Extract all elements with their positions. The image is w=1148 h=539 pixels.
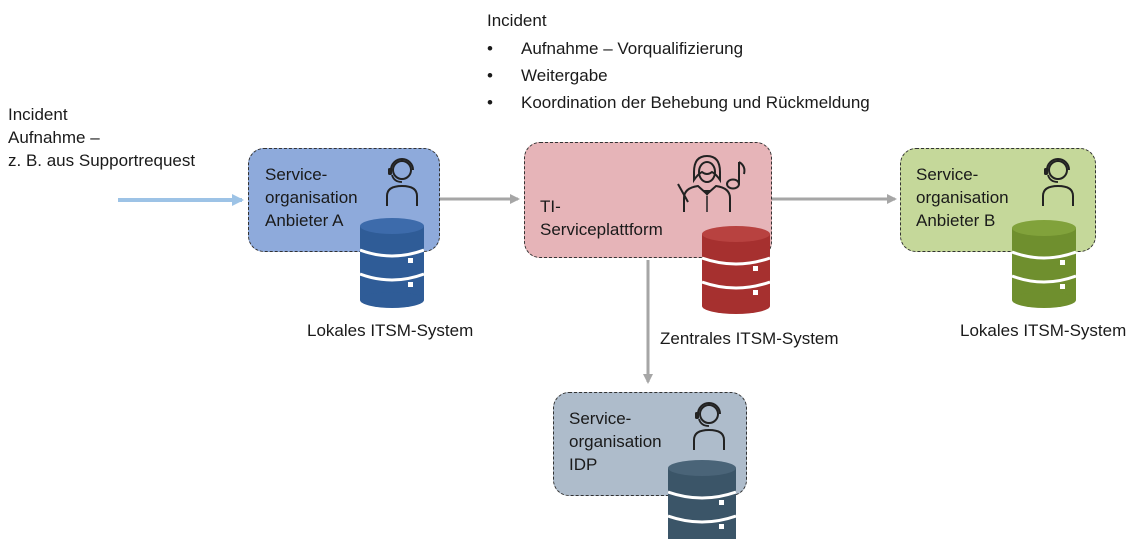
db-label-anbieter-a: Lokales ITSM-System [307,321,474,340]
top-note-bullet-3: Koordination der Behebung und Rückmeldun… [521,93,870,112]
db-label-anbieter-b: Lokales ITSM-System [960,321,1127,340]
headset-agent-icon [1042,158,1074,206]
headset-agent-icon [693,402,725,450]
box-anbieter-b-line2: organisation [916,188,1009,207]
bullet-marker: • [487,39,493,58]
bullet-marker: • [487,93,493,112]
headset-agent-icon [386,158,418,206]
top-note-bullet-2: Weitergabe [521,66,608,85]
database-icon [668,460,736,539]
box-idp-line3: IDP [569,455,598,474]
box-idp-line2: organisation [569,432,662,451]
box-idp-line1: Service- [569,409,632,428]
box-anbieter-a-line3: Anbieter A [265,211,344,230]
conductor-icon [677,154,731,212]
database-icon [360,218,424,308]
box-anbieter-a-line2: organisation [265,188,358,207]
top-note-heading: Incident [487,11,547,30]
db-label-plattform: Zentrales ITSM-System [660,329,839,348]
left-note-line2: Aufnahme – [8,128,100,147]
music-note-icon [726,161,746,190]
box-anbieter-b-line3: Anbieter B [916,211,996,230]
left-note-line1: Incident [8,105,68,124]
box-plattform-line2: Serviceplattform [540,220,663,239]
top-note-bullet-1: Aufnahme – Vorqualifizierung [521,39,744,58]
bullet-marker: • [487,66,493,85]
box-anbieter-a-line1: Service- [265,165,328,184]
database-icon [702,226,770,314]
box-plattform-line1: TI- [540,197,561,216]
database-icon [1012,220,1076,308]
box-anbieter-b-line1: Service- [916,165,979,184]
left-note-line3: z. B. aus Supportrequest [8,151,196,170]
